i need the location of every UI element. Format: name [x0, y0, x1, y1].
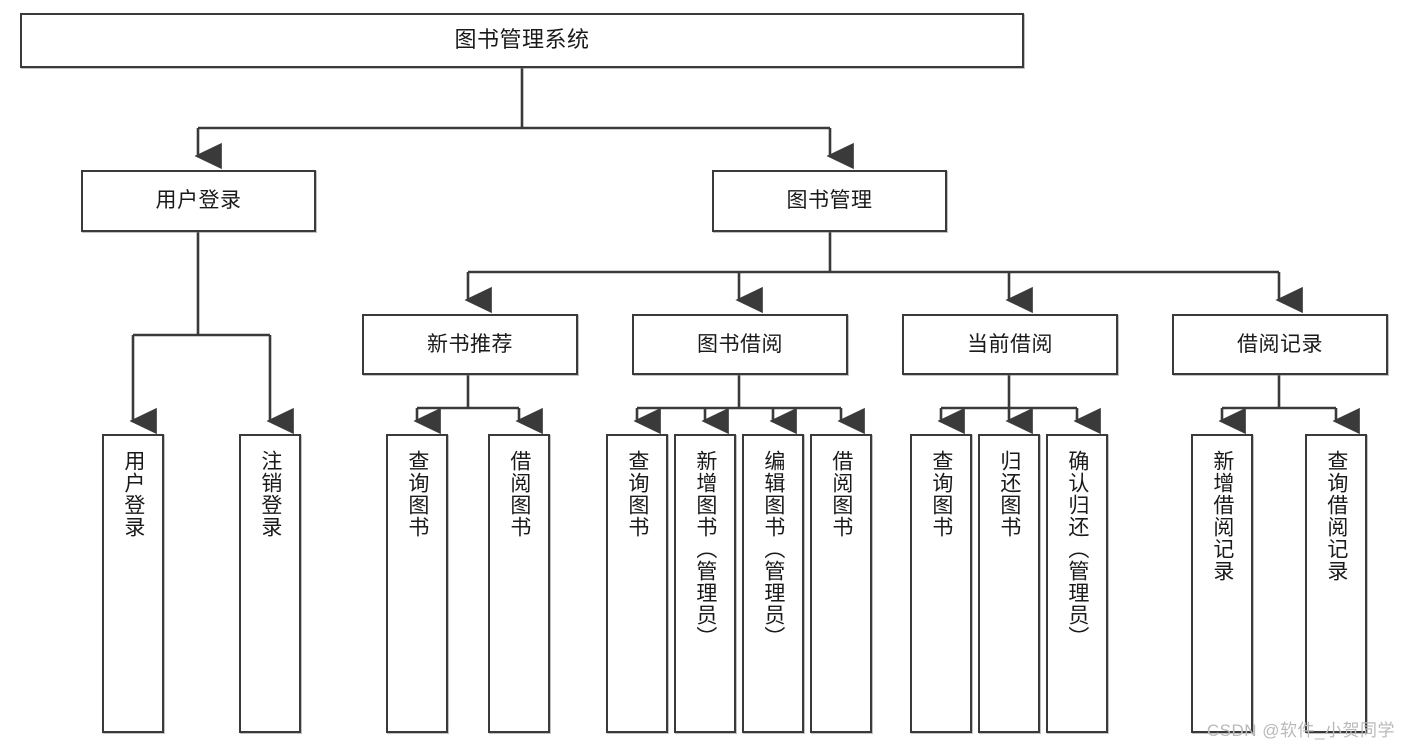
- leaf-return-book[interactable]: 归还图书: [978, 434, 1040, 733]
- leaf-borrow-book[interactable]: 借阅图书: [810, 434, 872, 733]
- node-label: 借阅图书: [829, 450, 853, 538]
- node-label: 查询图书: [405, 450, 429, 538]
- leaf-borrow-book-recommend[interactable]: 借阅图书: [488, 434, 550, 733]
- leaf-query-book-current[interactable]: 查询图书: [910, 434, 972, 733]
- node-book-borrow[interactable]: 图书借阅: [632, 314, 848, 375]
- node-borrow-record[interactable]: 借阅记录: [1172, 314, 1388, 375]
- node-root-book-management-system[interactable]: 图书管理系统: [20, 13, 1024, 68]
- leaf-add-book[interactable]: 新增图书（管理员）: [674, 434, 736, 733]
- node-label: 归还图书: [997, 450, 1021, 538]
- leaf-edit-book[interactable]: 编辑图书（管理员）: [742, 434, 804, 733]
- node-label: 查询图书: [929, 450, 953, 538]
- node-label: 注销登录: [258, 450, 282, 538]
- node-label: 查询图书: [625, 450, 649, 538]
- node-label: 确认归还（管理员）: [1065, 450, 1089, 648]
- node-label: 新书推荐: [427, 332, 513, 356]
- leaf-query-book-borrow[interactable]: 查询图书: [606, 434, 668, 733]
- node-label: 新增借阅记录: [1210, 450, 1234, 582]
- node-label: 编辑图书（管理员）: [761, 450, 785, 648]
- node-label: 图书管理: [786, 189, 873, 213]
- node-label: 查询借阅记录: [1324, 450, 1348, 582]
- node-label: 新增图书（管理员）: [693, 450, 717, 648]
- node-label: 借阅图书: [507, 450, 531, 538]
- watermark-text: CSDN @软件_小贺同学: [1206, 721, 1395, 740]
- node-label: 图书借阅: [697, 332, 783, 356]
- leaf-query-borrow-record[interactable]: 查询借阅记录: [1305, 434, 1367, 733]
- leaf-add-borrow-record[interactable]: 新增借阅记录: [1191, 434, 1253, 733]
- node-label: 图书管理系统: [454, 27, 590, 53]
- node-current-borrow[interactable]: 当前借阅: [902, 314, 1118, 375]
- node-book-management[interactable]: 图书管理: [712, 170, 947, 232]
- leaf-confirm-return[interactable]: 确认归还（管理员）: [1046, 434, 1108, 733]
- node-new-book-recommend[interactable]: 新书推荐: [362, 314, 578, 375]
- node-label: 当前借阅: [967, 332, 1053, 356]
- node-label: 用户登录: [121, 450, 145, 538]
- leaf-user-login[interactable]: 用户登录: [102, 434, 164, 733]
- leaf-query-book-recommend[interactable]: 查询图书: [386, 434, 448, 733]
- node-user-login[interactable]: 用户登录: [81, 170, 316, 232]
- leaf-logout-login[interactable]: 注销登录: [239, 434, 301, 733]
- node-label: 用户登录: [155, 189, 242, 213]
- node-label: 借阅记录: [1237, 332, 1323, 356]
